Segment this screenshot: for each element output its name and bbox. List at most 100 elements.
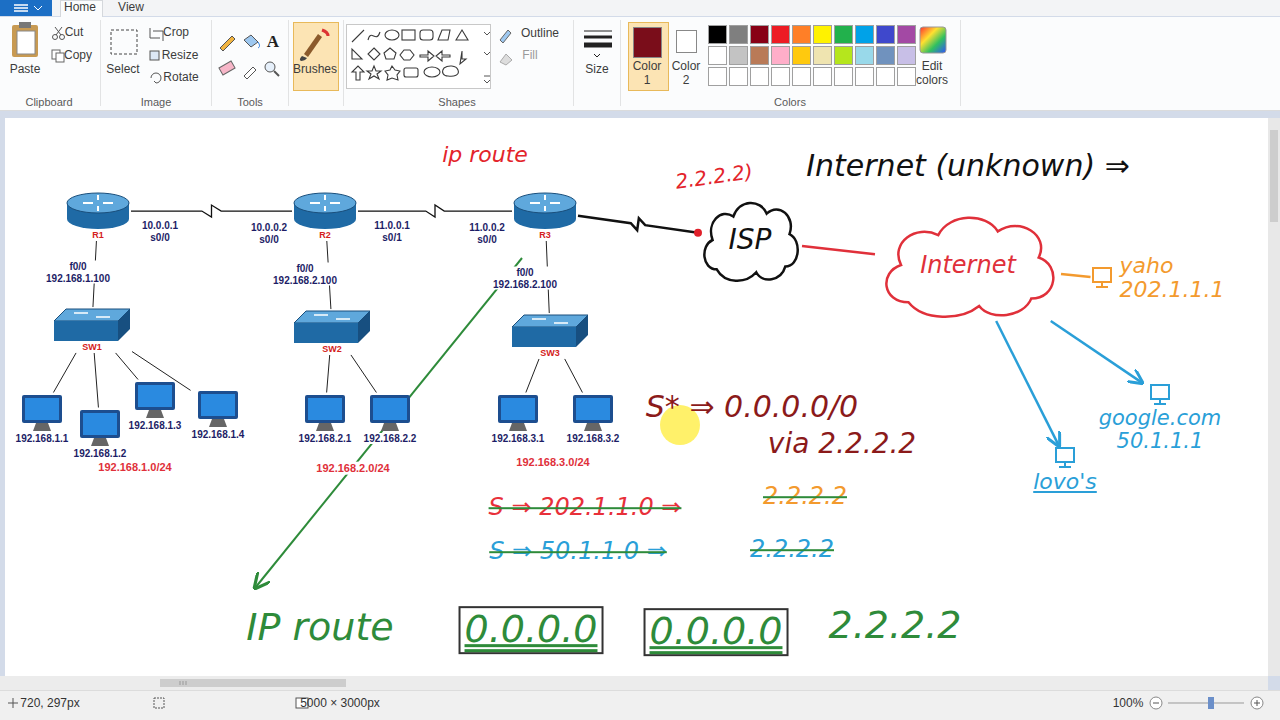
pc-address: 192.168.1.4 xyxy=(191,429,246,440)
group-label: Shapes xyxy=(438,96,475,109)
color-palette xyxy=(814,47,832,65)
pc-address: 192.168.1.1 xyxy=(15,433,70,444)
router-name: R2 xyxy=(318,231,332,241)
connector xyxy=(526,359,539,393)
group-label: Tools xyxy=(237,96,263,109)
status-bar xyxy=(1208,697,1214,709)
pc-icon xyxy=(146,410,164,418)
switch-icon xyxy=(52,307,132,343)
status-bar xyxy=(1153,703,1159,704)
pc-icon xyxy=(198,391,238,419)
pc-icon xyxy=(25,398,59,420)
connector xyxy=(802,246,875,254)
button-label: Brushes xyxy=(293,63,337,77)
color-palette xyxy=(814,68,832,86)
color-palette xyxy=(751,26,769,44)
pc-address: 192.168.2.1 xyxy=(298,433,353,444)
paste-icon xyxy=(19,22,31,28)
ribbon xyxy=(34,6,42,10)
switch-name: SW3 xyxy=(539,349,561,359)
shapes-gallery xyxy=(384,48,396,59)
server-label: 202.1.1.1 xyxy=(1119,278,1226,302)
color-palette xyxy=(793,47,811,65)
button-label: Edit colors xyxy=(916,60,948,88)
pc-icon xyxy=(80,410,120,438)
switch-icon xyxy=(292,309,372,345)
color-palette xyxy=(835,47,853,65)
status-bar xyxy=(1168,703,1244,704)
switch-icon xyxy=(576,315,588,347)
color-palette xyxy=(709,26,727,44)
pc: 192.168.2.1 xyxy=(298,393,353,444)
pc-address: 192.168.1.3 xyxy=(128,420,183,431)
outline-fill-icons xyxy=(500,30,511,43)
image-icons xyxy=(151,73,161,83)
router-icon xyxy=(83,195,113,211)
pc-icon xyxy=(196,389,240,429)
color-palette xyxy=(751,47,769,65)
group-label: Clipboard xyxy=(25,96,72,109)
image-icons xyxy=(150,51,159,60)
tab-label: Home xyxy=(64,1,96,15)
shapes-gallery xyxy=(352,30,468,80)
status-text: 720, 297px xyxy=(20,697,79,711)
ribbon xyxy=(211,20,212,106)
pc-address: 192.168.3.1 xyxy=(491,433,546,444)
scrollbar xyxy=(0,118,1280,690)
struck-route: S ⇒ 50.1.1.0 ⇒ xyxy=(487,538,669,566)
shapes-gallery xyxy=(420,30,433,40)
switch: SW3 xyxy=(510,313,590,359)
status-bar xyxy=(1254,700,1260,706)
server: yaho202.1.1.1 xyxy=(1091,254,1226,302)
interface-label: f0/0 192.168.2.100 xyxy=(493,267,557,290)
shapes-gallery xyxy=(402,30,415,40)
color-palette xyxy=(709,47,727,65)
interface-label: 10.0.0.1 s0/0 xyxy=(142,220,178,243)
tool-icons xyxy=(244,35,258,47)
command-argument: 0.0.0.0 xyxy=(644,608,789,656)
server-icon xyxy=(1059,462,1071,467)
status-bar xyxy=(1251,697,1263,709)
color1-button xyxy=(629,23,669,91)
color-palette xyxy=(730,68,748,86)
switch-icon xyxy=(314,315,350,319)
router: R3 xyxy=(512,191,578,241)
pc: 192.168.3.2 xyxy=(566,393,621,444)
switch-icon xyxy=(74,313,110,317)
cloud-label: Internet xyxy=(919,252,1017,278)
pc-icon xyxy=(573,395,613,423)
shapes-gallery xyxy=(436,51,450,61)
server-icon xyxy=(1096,282,1108,287)
scrollbar xyxy=(160,679,346,687)
color-palette xyxy=(730,26,748,44)
router-name: R1 xyxy=(91,231,105,241)
struck-route: 2.2.2.2 xyxy=(761,483,849,511)
canvas xyxy=(5,118,1268,676)
server-label: lovo's xyxy=(1032,470,1098,494)
server-icon xyxy=(1154,399,1166,404)
shapes-gallery xyxy=(347,25,491,89)
connector xyxy=(358,205,512,217)
brushes-button xyxy=(322,30,328,36)
ribbon xyxy=(0,17,1280,110)
pc-icon xyxy=(576,398,610,420)
pc-icon xyxy=(509,423,527,431)
cloud-outline xyxy=(886,218,1053,317)
connector xyxy=(1061,274,1091,277)
scrollbar xyxy=(0,676,1268,690)
server-label: 50.1.1.1 xyxy=(1116,430,1205,453)
button-label: Select xyxy=(106,63,139,77)
server: lovo's xyxy=(1032,446,1098,494)
tool-glyph: A xyxy=(267,32,279,52)
pc-icon xyxy=(370,395,410,423)
shapes-gallery xyxy=(352,49,362,59)
ribbon xyxy=(0,0,1280,111)
color-palette xyxy=(730,47,748,65)
router: R1 xyxy=(65,191,131,241)
button-label: Outline xyxy=(521,27,559,41)
shapes-gallery xyxy=(460,51,466,64)
outline-fill-icons xyxy=(500,30,512,65)
connector xyxy=(53,353,76,393)
pc-icon xyxy=(83,413,117,435)
